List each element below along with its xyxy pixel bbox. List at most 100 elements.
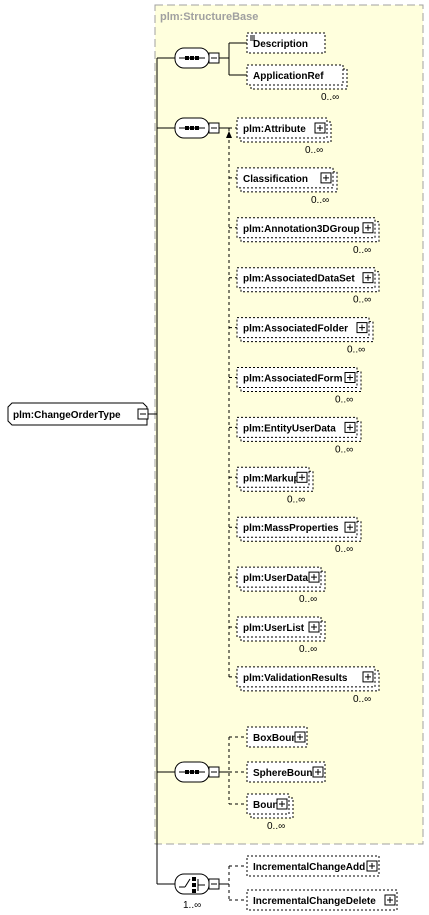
element-plm-attribute[interactable]: plm:Attribute 0..∞ <box>229 117 332 156</box>
expand-icon[interactable] <box>308 621 320 633</box>
element-label: plm:AssociatedDataSet <box>243 274 355 285</box>
choice-occurrence: 1..∞ <box>183 900 201 911</box>
expand-icon[interactable] <box>384 894 396 906</box>
expand-icon[interactable] <box>276 798 288 810</box>
expand-icon[interactable] <box>314 122 326 134</box>
occurrence-label: 0..∞ <box>287 494 305 505</box>
expand-icon[interactable] <box>356 322 368 334</box>
expand-icon[interactable] <box>320 172 332 184</box>
root-element-label: plm:ChangeOrderType <box>13 410 121 421</box>
occurrence-label: 0..∞ <box>311 195 329 206</box>
element-label: plm:EntityUserData <box>243 423 336 434</box>
occurrence-label: 0..∞ <box>267 821 285 832</box>
element-plm-associateddataset[interactable]: plm:AssociatedDataSet 0..∞ <box>229 267 380 306</box>
element-label: ApplicationRef <box>253 71 324 82</box>
element-plm-userdata[interactable]: plm:UserData 0..∞ <box>229 566 326 605</box>
sequence-compositor-icon[interactable] <box>174 761 210 783</box>
element-label: plm:AssociatedFolder <box>243 324 348 335</box>
element-label: plm:UserList <box>243 623 305 634</box>
element-label: Classification <box>243 174 308 185</box>
element-plm-userlist[interactable]: plm:UserList 0..∞ <box>229 616 326 655</box>
element-box <box>246 761 326 783</box>
element-box <box>246 726 308 748</box>
root-element-plm-changeordertype[interactable]: plm:ChangeOrderType <box>7 402 149 426</box>
element-box <box>236 466 310 488</box>
element-box <box>236 267 376 289</box>
expand-icon[interactable] <box>362 222 374 234</box>
occurrence-label: 0..∞ <box>353 295 371 306</box>
expand-icon[interactable] <box>296 471 308 483</box>
collapse-toggle-icon[interactable] <box>137 408 149 420</box>
element-label: IncrementalChangeAdd <box>253 862 365 873</box>
collapse-toggle-icon[interactable] <box>208 122 220 134</box>
occurrence-label: 0..∞ <box>335 444 353 455</box>
occurrence-label: 0..∞ <box>335 395 353 406</box>
element-label: plm:MassProperties <box>243 523 339 534</box>
element-plm-markup[interactable]: plm:Markup 0..∞ <box>229 466 314 505</box>
element-label: BoxBound <box>253 733 304 744</box>
expand-icon[interactable] <box>344 521 356 533</box>
occurrence-label: 0..∞ <box>347 345 365 356</box>
element-label: plm:ValidationResults <box>243 673 348 684</box>
collapse-toggle-icon[interactable] <box>208 766 220 778</box>
element-label: plm:UserData <box>243 573 308 584</box>
choice-compositor-icon[interactable] <box>174 873 210 895</box>
occurrence-label: 0..∞ <box>335 544 353 555</box>
expand-icon[interactable] <box>344 421 356 433</box>
collapse-toggle-icon[interactable] <box>208 52 220 64</box>
element-box <box>236 566 322 588</box>
structure-base-title: plm:StructureBase <box>160 11 258 23</box>
occurrence-label: 0..∞ <box>353 245 371 256</box>
expand-icon[interactable] <box>312 766 324 778</box>
element-box <box>236 367 358 388</box>
element-incrementalchangeadd[interactable]: IncrementalChangeAdd <box>229 855 380 877</box>
branch-lines <box>219 737 230 804</box>
branch-lines <box>219 866 230 900</box>
element-plm-annotation3dgroup[interactable]: plm:Annotation3DGroup 0..∞ <box>229 217 380 256</box>
element-box <box>236 167 334 189</box>
sequence-compositor-icon[interactable] <box>174 117 210 139</box>
element-box <box>246 64 344 86</box>
element-description[interactable]: Description <box>229 32 326 54</box>
expand-icon[interactable] <box>366 860 378 872</box>
expand-icon[interactable] <box>308 571 320 583</box>
sequence-compositor-icon[interactable] <box>174 47 210 69</box>
element-box <box>236 516 358 538</box>
occurrence-label: 0..∞ <box>299 594 317 605</box>
expand-icon[interactable] <box>362 671 374 683</box>
element-incrementalchangedelete[interactable]: IncrementalChangeDelete <box>229 889 398 911</box>
documentation-icon <box>250 35 255 41</box>
element-box <box>246 855 380 877</box>
element-box <box>236 217 376 239</box>
element-spherebound[interactable]: SphereBound <box>229 761 326 783</box>
occurrence-label: 0..∞ <box>299 644 317 655</box>
element-box <box>246 889 398 911</box>
element-label: IncrementalChangeDelete <box>253 896 376 907</box>
element-boxbound[interactable]: BoxBound <box>229 726 308 748</box>
element-bound[interactable]: Bound 0..∞ <box>229 793 294 832</box>
collapse-toggle-icon[interactable] <box>208 878 220 890</box>
element-label: plm:Attribute <box>243 124 306 135</box>
element-label: Bound <box>253 800 285 811</box>
expand-icon[interactable] <box>344 372 356 383</box>
element-label: SphereBound <box>253 768 319 779</box>
element-label: plm:Markup <box>243 473 300 484</box>
element-box <box>236 416 358 438</box>
element-plm-massproperties[interactable]: plm:MassProperties 0..∞ <box>229 516 362 555</box>
element-box <box>236 666 376 688</box>
element-plm-associatedfolder[interactable]: plm:AssociatedFolder 0..∞ <box>229 317 374 356</box>
element-label: plm:Annotation3DGroup <box>243 224 360 235</box>
element-box <box>236 317 370 339</box>
arrow-icon <box>226 131 232 138</box>
expand-icon[interactable] <box>294 731 306 743</box>
expand-icon[interactable] <box>362 272 374 284</box>
occurrence-label: 0..∞ <box>305 145 323 156</box>
element-box <box>236 117 328 139</box>
element-box <box>236 616 322 638</box>
element-plm-entityuserdata[interactable]: plm:EntityUserData 0..∞ <box>229 416 362 455</box>
